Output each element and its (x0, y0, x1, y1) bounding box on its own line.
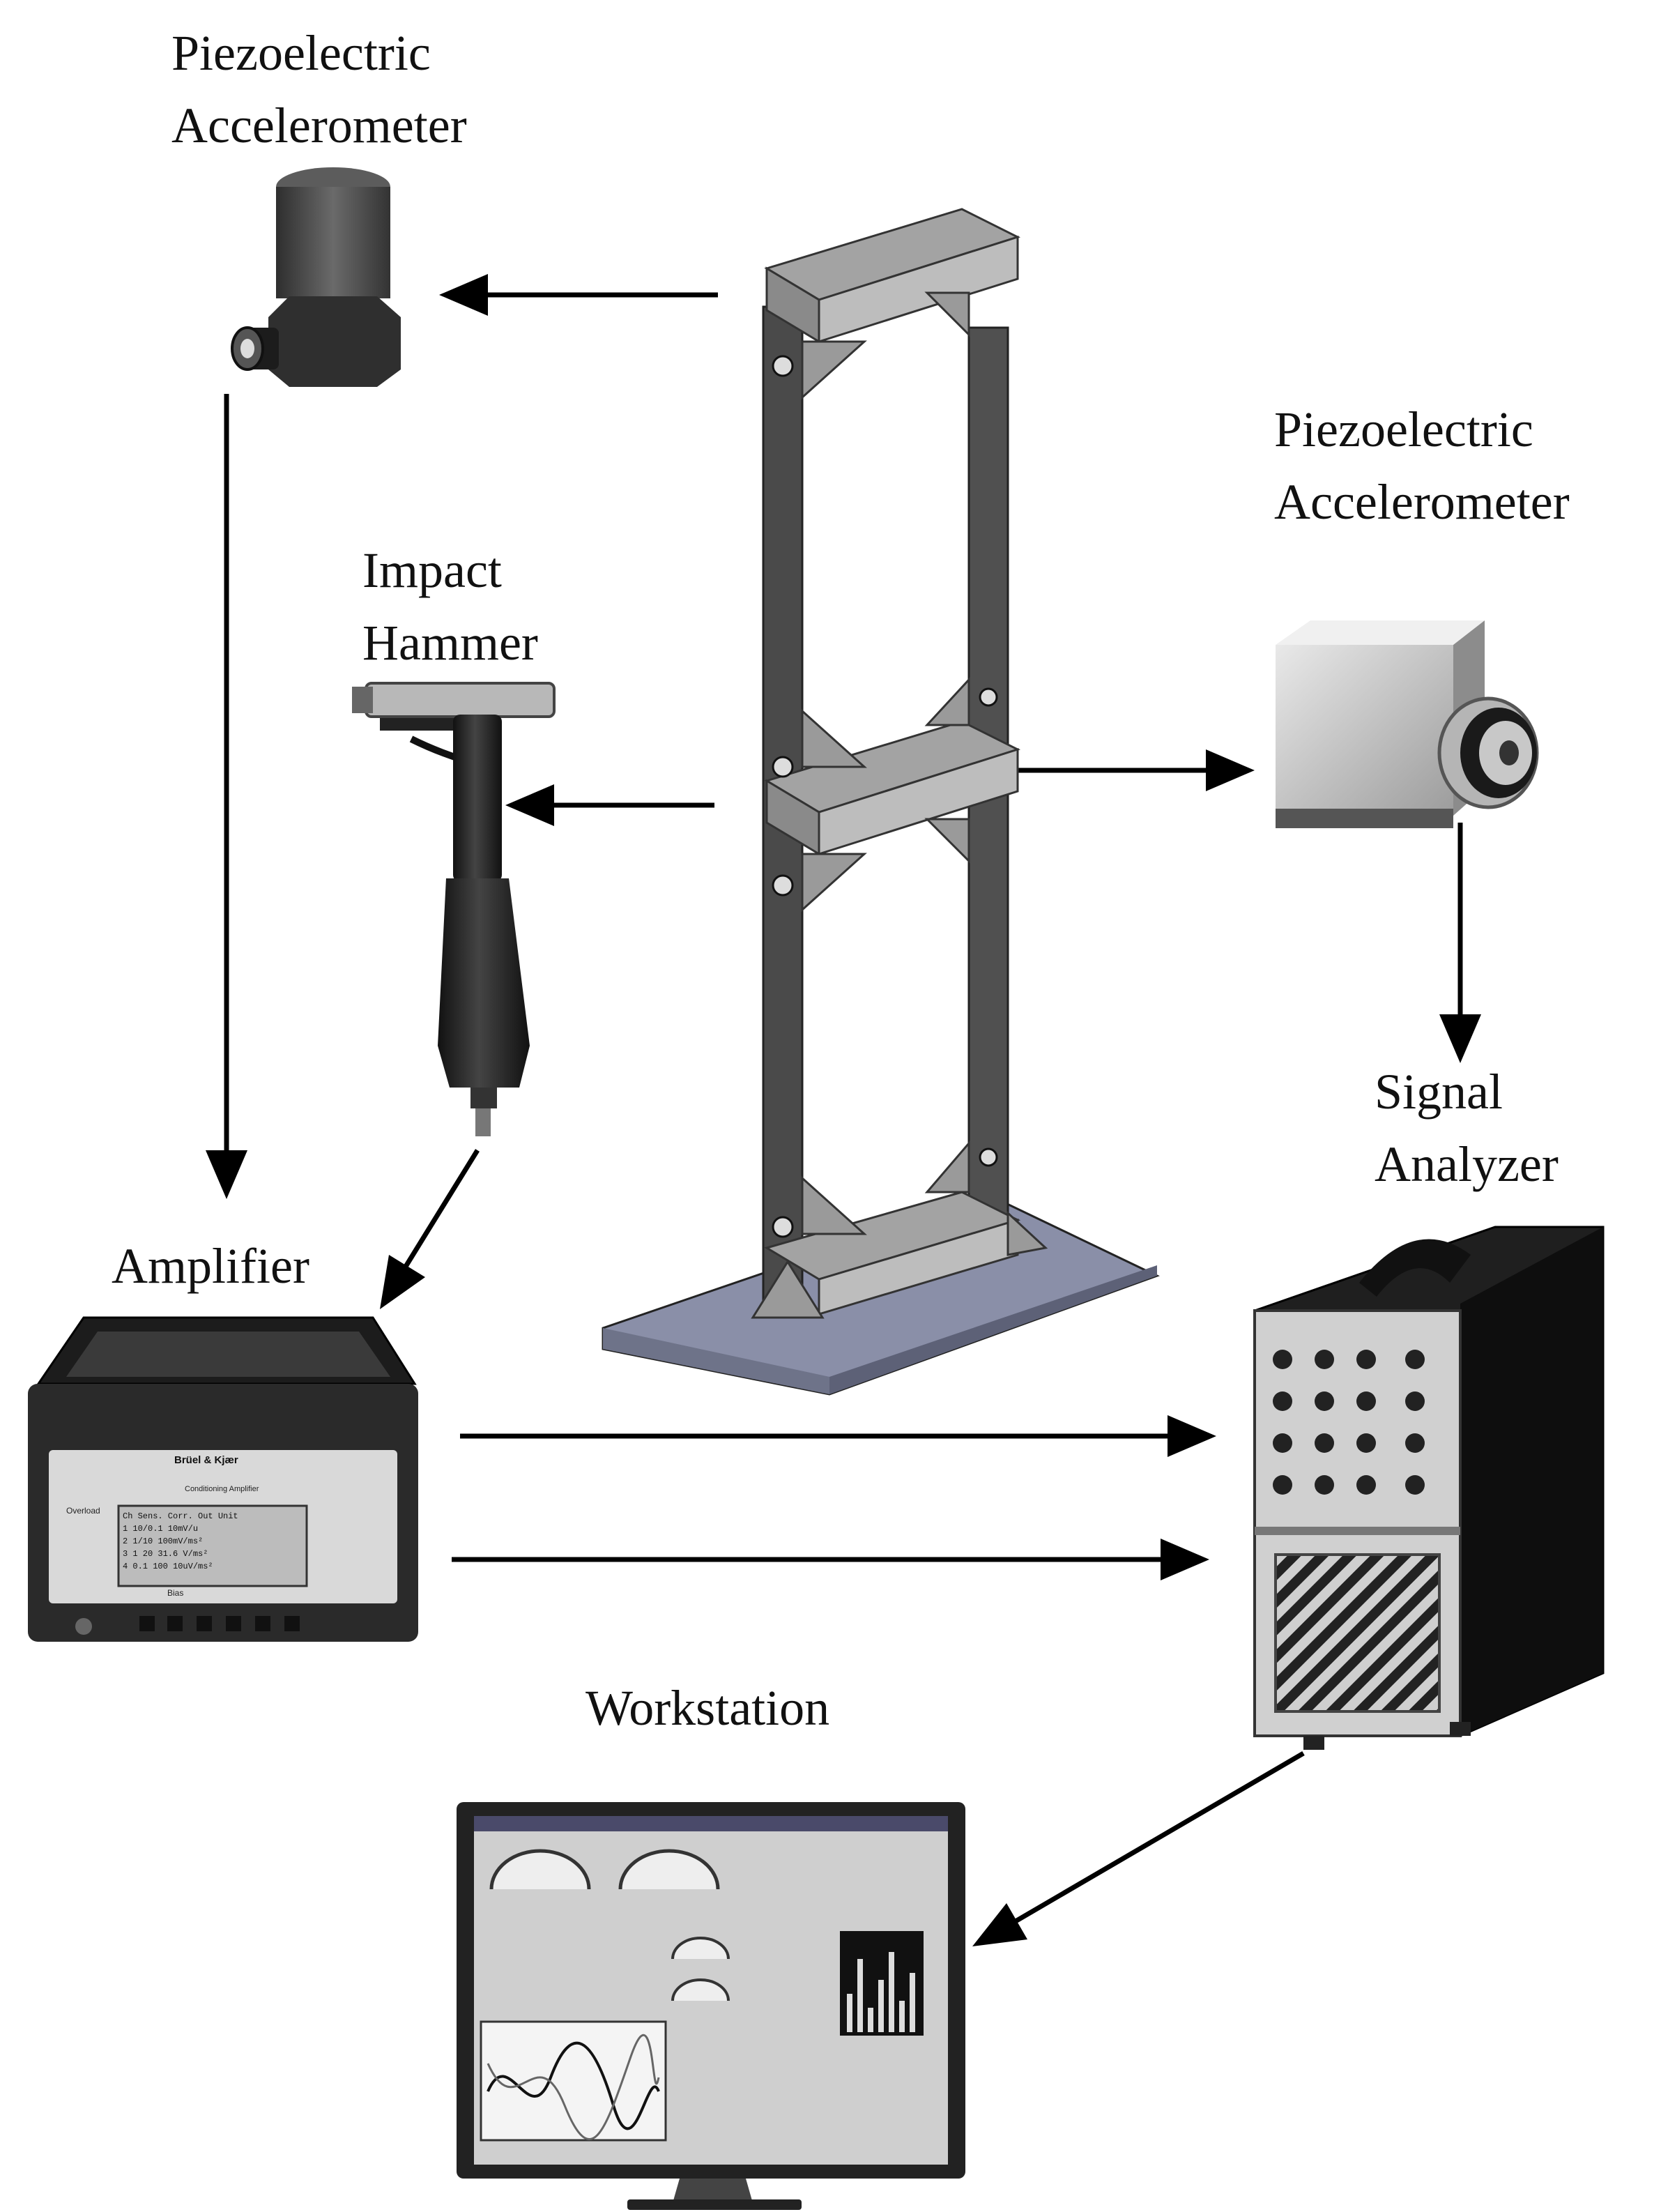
amplifier-overload-label: Overload (66, 1506, 100, 1516)
label-workstation-text: Workstation (585, 1680, 830, 1736)
arrow-hammer-to-amplifier (380, 1149, 480, 1309)
label-accelerometer-right: Piezoelectric Accelerometer (1274, 393, 1570, 538)
amplifier-screen-row: 4 0.1 100 10uV/ms² (123, 1562, 213, 1571)
amplifier-screen-row: 3 1 20 31.6 V/ms² (123, 1549, 208, 1559)
label-accelerometer-right-line1: Piezoelectric (1274, 402, 1533, 457)
impact-hammer-illustration (352, 682, 556, 1136)
label-signal-analyzer-line1: Signal (1375, 1064, 1503, 1120)
signal-analyzer-illustration (1253, 1226, 1605, 1750)
label-amplifier: Amplifier (112, 1230, 309, 1302)
amplifier-illustration (28, 1316, 418, 1642)
amplifier-screen-row: 1 10/0.1 10mV/u (123, 1524, 199, 1534)
arrow-amplifier-to-analyzer-lower (452, 1539, 1209, 1580)
amplifier-bias-label: Bias (167, 1588, 184, 1598)
arrow-amplifier-to-analyzer-upper (460, 1415, 1216, 1457)
label-impact-hammer-line2: Hammer (362, 615, 538, 671)
arrow-accelerometer-to-amplifier (206, 394, 247, 1199)
frame-structure-illustration (602, 208, 1160, 1396)
accelerometer-right-illustration (1276, 620, 1539, 828)
workstation-illustration (457, 1802, 965, 2210)
arrow-analyzer-to-workstation (972, 1750, 1305, 1946)
label-signal-analyzer-line2: Analyzer (1375, 1136, 1559, 1192)
label-amplifier-text: Amplifier (112, 1238, 309, 1294)
accelerometer-top-illustration (231, 167, 401, 387)
arrow-structure-to-accelerometer-right (1018, 749, 1255, 791)
arrow-structure-to-hammer (505, 784, 714, 826)
label-accelerometer-top: Piezoelectric Accelerometer (171, 17, 467, 162)
amplifier-model: Conditioning Amplifier (185, 1485, 259, 1493)
label-signal-analyzer: Signal Analyzer (1375, 1055, 1559, 1200)
amplifier-screen-header: Ch Sens. Corr. Out Unit (123, 1511, 238, 1521)
label-workstation: Workstation (585, 1672, 829, 1744)
arrow-accelerometer-to-analyzer (1439, 823, 1481, 1063)
label-impact-hammer: Impact Hammer (362, 534, 538, 679)
amplifier-screen-row: 2 1/10 100mV/ms² (123, 1536, 204, 1546)
amplifier-brand: Brüel & Kjær (174, 1454, 238, 1466)
label-impact-hammer-line1: Impact (362, 542, 502, 598)
amplifier-screen: Ch Sens. Corr. Out Unit 1 10/0.1 10mV/u … (123, 1510, 303, 1582)
label-accelerometer-right-line2: Accelerometer (1274, 474, 1570, 530)
label-accelerometer-top-line1: Piezoelectric (171, 25, 431, 81)
label-accelerometer-top-line2: Accelerometer (171, 98, 467, 153)
arrows (206, 274, 1481, 1946)
arrow-structure-to-accelerometer-top (439, 274, 718, 316)
